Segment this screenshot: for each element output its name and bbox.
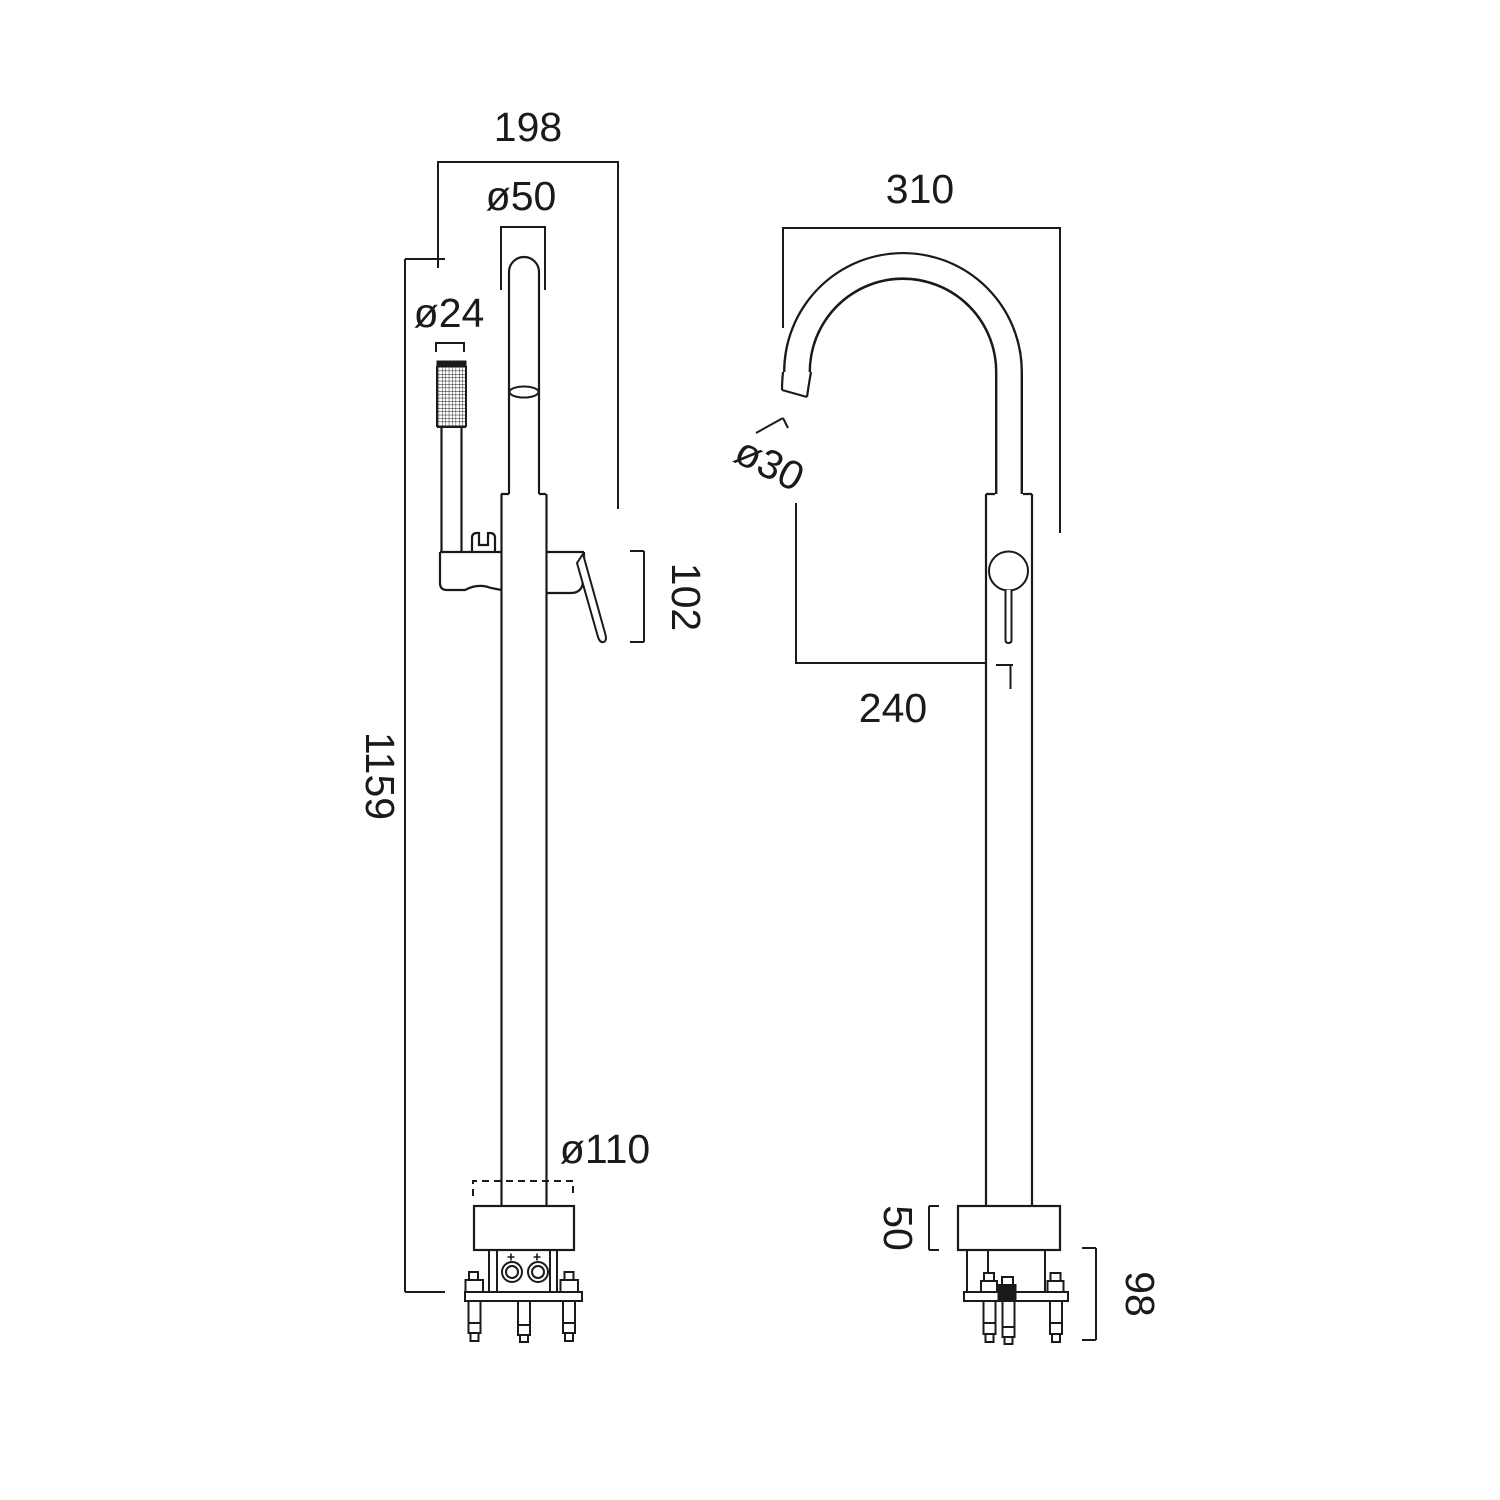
valve-body-left-wing [438, 552, 502, 592]
dim-bracket [500, 226, 546, 290]
lever-knob [988, 550, 1029, 592]
spout-outlet-face [781, 388, 808, 399]
dim-overall-width: 198 [437, 104, 619, 509]
bolt-tip [519, 1334, 529, 1343]
lever-handle [575, 551, 607, 644]
bolt-nut [464, 1279, 484, 1293]
front-view: 310 ø30 240 50 98 [728, 166, 1163, 1345]
dim-column-diameter: ø50 [486, 173, 557, 290]
dim-handset-diameter-label: ø24 [414, 290, 485, 336]
bolt-tip [1003, 1336, 1014, 1345]
bolt-tip [1051, 1333, 1061, 1343]
dim-spout-width: 310 [782, 166, 1061, 533]
side-view: 198 1159 ø50 ø24 102 ø110 [357, 104, 709, 1343]
bolt-cap [468, 1271, 479, 1281]
handset-handle [440, 427, 463, 552]
dim-line [795, 503, 1013, 689]
dim-spout-width-label: 310 [886, 166, 954, 212]
dim-ticks [755, 417, 789, 434]
dim-body-height: 102 [630, 550, 709, 643]
dim-column-diameter-label: ø50 [486, 173, 557, 219]
valve-body-right-wing [546, 552, 586, 595]
dim-bracket [1082, 1247, 1097, 1341]
spout-outlet-edges [780, 371, 813, 398]
bolt-cap [1001, 1276, 1014, 1286]
mounting-bolt-right [559, 1271, 579, 1342]
bolt-shaft [1001, 1300, 1016, 1338]
mounting-bolt-right [1046, 1272, 1065, 1343]
hand-shower [436, 360, 467, 552]
spout-column-outline [507, 255, 541, 494]
bolt-shaft [562, 1300, 576, 1334]
dim-base-diameter: ø110 [472, 1126, 650, 1196]
dim-base-height-label: 50 [875, 1205, 921, 1251]
mounting-bolt-left [980, 1272, 998, 1343]
dim-base-height: 50 [875, 1205, 939, 1251]
dim-spout-diameter: ø30 [728, 417, 812, 500]
lever-stem [1004, 590, 1013, 645]
dim-overall-height-label: 1159 [357, 732, 403, 820]
bolt-shaft [1049, 1300, 1063, 1335]
mounting-bolt-left [464, 1271, 484, 1342]
base-assembly-front [956, 1204, 1069, 1345]
dim-underfloor-depth-label: 98 [1117, 1271, 1163, 1317]
dim-bracket-dashed [472, 1180, 574, 1196]
bolt-shaft [982, 1300, 997, 1335]
dim-bracket [437, 161, 619, 509]
inlet-port-right-inner [531, 1265, 545, 1279]
dim-spout-reach: 240 [795, 503, 1013, 731]
dim-overall-width-label: 198 [494, 104, 562, 150]
dim-bracket [630, 550, 645, 643]
inlet-port-right [527, 1261, 549, 1283]
spout-joint-ring [508, 385, 540, 399]
inlet-port-left [501, 1261, 523, 1283]
dim-handset-diameter: ø24 [414, 290, 485, 352]
bolt-cap [1049, 1272, 1062, 1282]
base-block [956, 1204, 1062, 1252]
inlet-port-left-inner [505, 1265, 519, 1279]
dim-spout-diameter-label: ø30 [728, 427, 812, 500]
spout-tube-inner [785, 254, 1021, 494]
bolt-cap [563, 1271, 575, 1281]
bolt-tip [984, 1333, 995, 1343]
dim-body-height-label: 102 [663, 563, 709, 631]
bolt-nut [997, 1284, 1017, 1302]
base-block [472, 1204, 576, 1252]
base-assembly-side [464, 1204, 583, 1343]
riser-column [984, 494, 1034, 1206]
bolt-cap [983, 1272, 995, 1282]
bolt-shaft [467, 1300, 482, 1334]
mounting-plate [464, 1291, 583, 1302]
bolt-shaft [517, 1300, 531, 1336]
handset-holder [470, 531, 497, 552]
dim-bracket [782, 227, 1061, 533]
handset-cap [436, 360, 467, 367]
mounting-bolt-center [517, 1300, 531, 1343]
bolt-tip [564, 1332, 574, 1342]
handset-spray-face [438, 367, 465, 426]
bolt-nut [980, 1280, 998, 1293]
base-tails [488, 1250, 558, 1292]
bolt-tip [469, 1332, 480, 1342]
mounting-bolt-center [997, 1276, 1017, 1345]
riser-column [500, 494, 548, 1206]
dim-bracket [928, 1205, 939, 1251]
dim-spout-reach-label: 240 [859, 685, 927, 731]
dim-overall-height: 1159 [357, 258, 445, 1293]
dim-bracket [435, 342, 465, 352]
dim-underfloor-depth: 98 [1082, 1247, 1163, 1341]
dim-line [404, 258, 445, 1293]
dim-base-diameter-label: ø110 [560, 1126, 650, 1172]
bolt-nut [1046, 1280, 1065, 1293]
fixing-marks [507, 1253, 541, 1261]
bolt-nut [559, 1279, 579, 1293]
